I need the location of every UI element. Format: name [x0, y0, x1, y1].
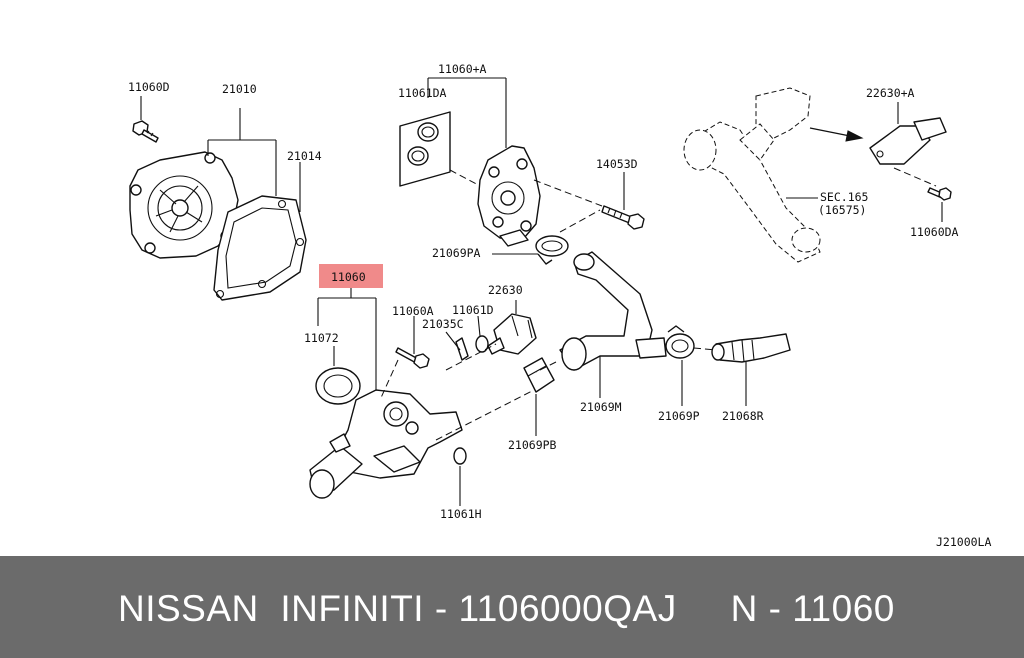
label-sec-165: SEC.165 — [820, 190, 868, 204]
label-21010: 21010 — [222, 82, 257, 96]
water-pump-group — [129, 96, 307, 301]
sensor-22630A — [869, 117, 947, 165]
bolt-11060D — [132, 120, 159, 143]
label-22630: 22630 — [488, 283, 523, 297]
hose-21069M — [535, 251, 667, 373]
label-sec-165-sub: (16575) — [818, 203, 866, 217]
label-21069P: 21069P — [658, 409, 700, 423]
bolt-14053D — [601, 205, 645, 230]
label-22630A: 22630+A — [866, 86, 915, 100]
label-21069M: 21069M — [580, 400, 622, 414]
label-21069PA: 21069PA — [432, 246, 481, 260]
highlight-11060 — [319, 264, 383, 288]
thermostat-housing-group — [309, 264, 555, 506]
bolt-11060DA — [927, 187, 952, 201]
label-11061DA: 11061DA — [398, 86, 447, 100]
bolt-11060A — [395, 347, 430, 369]
gasket-21014 — [213, 195, 307, 301]
o-ring-11061D — [475, 335, 489, 353]
label-11060DA: 11060DA — [910, 225, 959, 239]
thermostat-11072 — [315, 367, 361, 405]
label-11061D: 11061D — [452, 303, 494, 317]
footer-part-info: NISSAN INFINITI - 1106000QAJ N - 11060 — [118, 588, 895, 629]
thermostat-housing-11060 — [309, 389, 463, 499]
footer-banner: NISSAN INFINITI - 1106000QAJ N - 11060 — [0, 556, 1024, 658]
label-21068R: 21068R — [722, 409, 764, 423]
sensor-21068R — [711, 333, 791, 363]
label-21035C: 21035C — [422, 317, 464, 331]
parts-diagram: 11060D 21010 21014 11060+A 11061DA 14053… — [128, 62, 991, 549]
sec-165-group — [683, 87, 952, 263]
label-11060A: 11060A — [392, 304, 434, 318]
label-11060: 11060 — [331, 270, 366, 284]
label-11061H: 11061H — [440, 507, 482, 521]
water-outlet-11060A — [477, 145, 541, 247]
label-21069PB: 21069PB — [508, 438, 557, 452]
clamp-21069PB — [523, 357, 555, 393]
label-11072: 11072 — [304, 331, 339, 345]
label-21014: 21014 — [287, 149, 322, 163]
upper-housing-group — [399, 77, 645, 265]
plug-11061H — [453, 447, 467, 465]
o-ring-kit-11061DA — [399, 111, 451, 187]
label-11060A-top: 11060+A — [438, 62, 487, 76]
clamp-21069P — [665, 325, 695, 359]
sensor-22630 — [487, 313, 537, 355]
clip-21035C — [455, 337, 469, 361]
clamp-21069PA — [535, 235, 569, 265]
label-14053D: 14053D — [596, 157, 638, 171]
reference-code: J21000LA — [936, 535, 991, 549]
label-11060D: 11060D — [128, 80, 170, 94]
